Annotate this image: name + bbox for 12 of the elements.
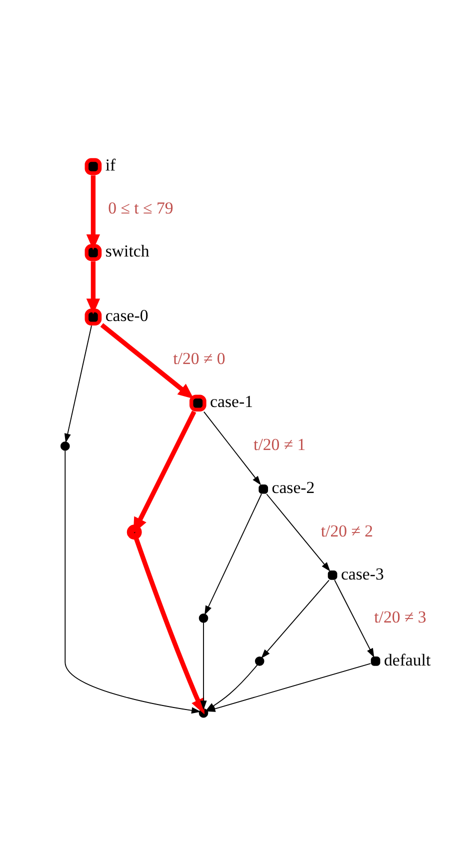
- node-label: case-3: [340, 564, 384, 583]
- node-label: case-1: [210, 392, 253, 411]
- edge-label: t/20 ≠ 1: [254, 434, 306, 454]
- node-label: case-0: [105, 306, 148, 325]
- node-label: case-2: [272, 478, 315, 497]
- node-label: if: [105, 155, 116, 174]
- edge-label: t/20 ≠ 0: [173, 348, 226, 368]
- node-label: switch: [105, 241, 150, 260]
- edge-label: t/20 ≠ 2: [320, 520, 374, 540]
- edge-label: 0 ≤ t ≤ 79: [108, 198, 174, 218]
- node-label: default: [384, 650, 431, 669]
- edge-label: t/20 ≠ 3: [374, 606, 426, 626]
